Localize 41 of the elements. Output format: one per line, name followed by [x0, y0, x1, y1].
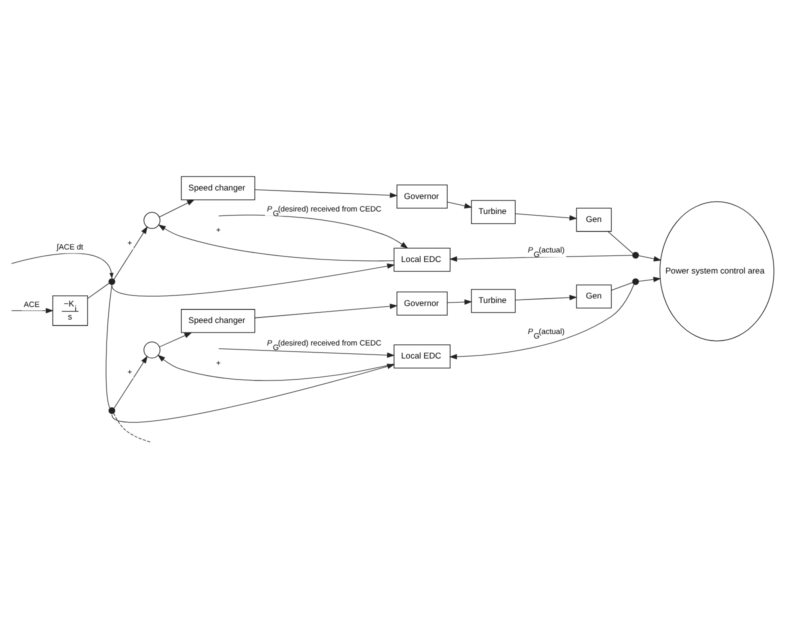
arrow	[449, 254, 633, 262]
node-dot	[108, 278, 116, 285]
node-ellipse: Power system control area	[660, 201, 774, 342]
arrow	[449, 284, 634, 360]
node-box: Turbine	[471, 200, 516, 224]
arrow	[114, 356, 148, 409]
arrow	[638, 276, 662, 282]
arrow	[218, 348, 395, 358]
arrow	[159, 199, 195, 218]
node-box: Gen	[576, 284, 612, 308]
node-box: Local EDC	[394, 248, 450, 272]
node-dot	[632, 278, 639, 285]
connector	[113, 412, 152, 442]
arrow	[112, 263, 395, 296]
node-box: Gen	[576, 208, 612, 232]
arrow	[447, 202, 472, 208]
arrow	[254, 189, 398, 198]
connector	[607, 231, 634, 254]
arrow	[11, 252, 114, 279]
arrow	[447, 299, 472, 305]
arrow	[159, 332, 192, 348]
node-box: Speed changer	[180, 309, 256, 333]
node-box: Turbine	[471, 289, 516, 313]
arrow	[11, 308, 54, 314]
connector	[87, 282, 110, 299]
arrow	[514, 294, 578, 300]
node-box: Governor	[396, 184, 448, 208]
node-box: Local EDC	[394, 344, 450, 368]
node-box: Speed changer	[180, 176, 256, 200]
node-circle	[144, 212, 160, 229]
arrow	[254, 304, 398, 318]
node-circle	[144, 342, 160, 358]
node-dot	[108, 407, 116, 414]
arrow	[638, 255, 662, 262]
arrow	[514, 213, 578, 221]
arrow	[218, 214, 408, 249]
node-box: Governor	[396, 292, 448, 316]
node-dot	[632, 252, 639, 259]
connector	[611, 282, 633, 291]
arrow	[109, 226, 148, 280]
connector	[106, 284, 112, 409]
